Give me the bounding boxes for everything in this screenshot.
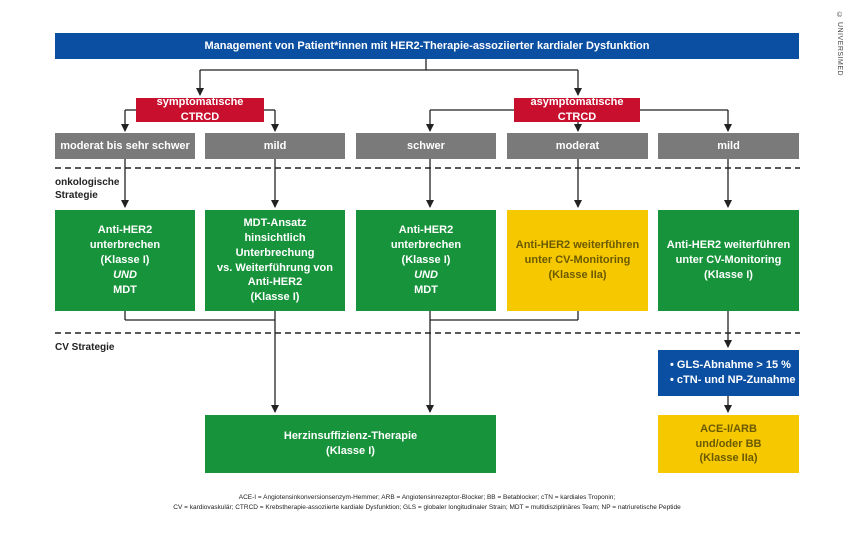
- severity-box-mild-asymptomatic: mild: [658, 133, 799, 159]
- title-text: Management von Patient*innen mit HER2-Th…: [204, 39, 650, 52]
- footnote-line: ACE-I = Angiotensinkonversionsenzym-Hemm…: [238, 494, 616, 501]
- page-title: Management von Patient*innen mit HER2-Th…: [55, 33, 799, 59]
- strategy-line: unter CV-Monitoring: [675, 254, 782, 267]
- strategy-line: unterbrechen: [390, 239, 462, 252]
- severity-label: moderat: [555, 139, 600, 152]
- strategy-line: MDT: [414, 283, 438, 296]
- asymptomatic-ctrcd-label: asymptomatische CTRCD: [530, 96, 624, 123]
- strategy-line: vs. Weiterführung von: [217, 261, 333, 274]
- monitoring-criteria-box: • GLS-Abnahme > 15 % • cTN- und NP-Zunah…: [658, 350, 799, 396]
- severity-label: schwer: [407, 139, 445, 152]
- heart-failure-line: Herzinsuffizienz-Therapie: [283, 430, 418, 443]
- cv-strategy-label: CV Strategie: [55, 342, 115, 353]
- heart-failure-line: (Klasse I): [326, 445, 375, 457]
- strategy-line: Anti-HER2 weiterführen: [666, 239, 791, 252]
- strategy-box-continue-i: Anti-HER2 weiterführen unter CV-Monitori…: [658, 210, 799, 311]
- severity-box-moderate: moderat: [507, 133, 648, 159]
- ace-arb-treatment-box: ACE-I/ARB und/oder BB (Klasse IIa): [658, 415, 799, 473]
- severity-box-moderate-to-severe: moderat bis sehr schwer: [55, 133, 195, 159]
- strategy-line: UND: [113, 268, 137, 281]
- strategy-box-mdt-approach: MDT-Ansatz hinsichtlich Unterbrechung vs…: [205, 210, 345, 311]
- strategy-line: unterbrechen: [89, 239, 161, 252]
- symptomatic-ctrcd-label: symptomatische CTRCD: [156, 96, 244, 123]
- strategy-line: UND: [414, 268, 438, 281]
- treatment-line: (Klasse IIa): [699, 452, 758, 465]
- symptomatic-ctrcd-box: symptomatische CTRCD: [136, 96, 264, 123]
- watermark: © UNIVERSIMED: [836, 12, 843, 77]
- severity-label: mild: [717, 139, 740, 152]
- monitoring-item-text: cTN- und NP-Zunahme: [676, 374, 796, 386]
- strategy-box-continue-iia: Anti-HER2 weiterführen unter CV-Monitori…: [507, 210, 648, 311]
- strategy-box-interrupt-2: Anti-HER2 unterbrechen (Klasse I) UND MD…: [356, 210, 496, 311]
- strategy-line: Anti-HER2: [398, 224, 454, 237]
- strategy-line: unter CV-Monitoring: [524, 254, 631, 267]
- severity-label: moderat bis sehr schwer: [60, 139, 190, 152]
- oncologic-label-line: onkologische: [55, 177, 120, 188]
- strategy-line: (Klasse I): [401, 254, 451, 267]
- heart-failure-therapy-box: Herzinsuffizienz-Therapie (Klasse I): [205, 415, 496, 473]
- strategy-line: MDT-Ansatz: [243, 216, 307, 229]
- strategy-line: MDT: [113, 283, 137, 296]
- footnote-line: CV = kardiovaskulär; CTRCD = Krebstherap…: [173, 504, 681, 512]
- treatment-line: ACE-I/ARB: [700, 422, 757, 435]
- strategy-line: hinsichtlich Unterbrechung: [235, 231, 315, 259]
- strategy-line: Anti-HER2: [97, 224, 153, 237]
- treatment-line: und/oder BB: [695, 437, 762, 450]
- severity-box-mild-symptomatic: mild: [205, 133, 345, 159]
- strategy-line: Anti-HER2 weiterführen: [515, 239, 640, 252]
- strategy-box-interrupt-1: Anti-HER2 unterbrechen (Klasse I) UND MD…: [55, 210, 195, 311]
- asymptomatic-ctrcd-box: asymptomatische CTRCD: [514, 96, 640, 123]
- oncologic-strategy-label: onkologische Strategie: [55, 176, 119, 202]
- monitoring-item: • GLS-Abnahme > 15 %: [670, 359, 791, 372]
- strategy-line: Anti-HER2: [247, 276, 303, 289]
- strategy-line: (Klasse IIa): [548, 268, 607, 281]
- abbreviations-footnote: ACE-I = Angiotensinkonversionsenzym-Hemm…: [0, 493, 854, 514]
- strategy-line: (Klasse I): [250, 291, 300, 304]
- severity-label: mild: [263, 139, 287, 152]
- oncologic-label-line: Strategie: [55, 190, 98, 201]
- strategy-line: (Klasse I): [100, 254, 150, 267]
- monitoring-item: • cTN- und NP-Zunahme: [670, 374, 796, 386]
- strategy-line: (Klasse I): [704, 268, 753, 281]
- monitoring-item-text: GLS-Abnahme > 15 %: [676, 359, 791, 372]
- severity-box-severe: schwer: [356, 133, 496, 159]
